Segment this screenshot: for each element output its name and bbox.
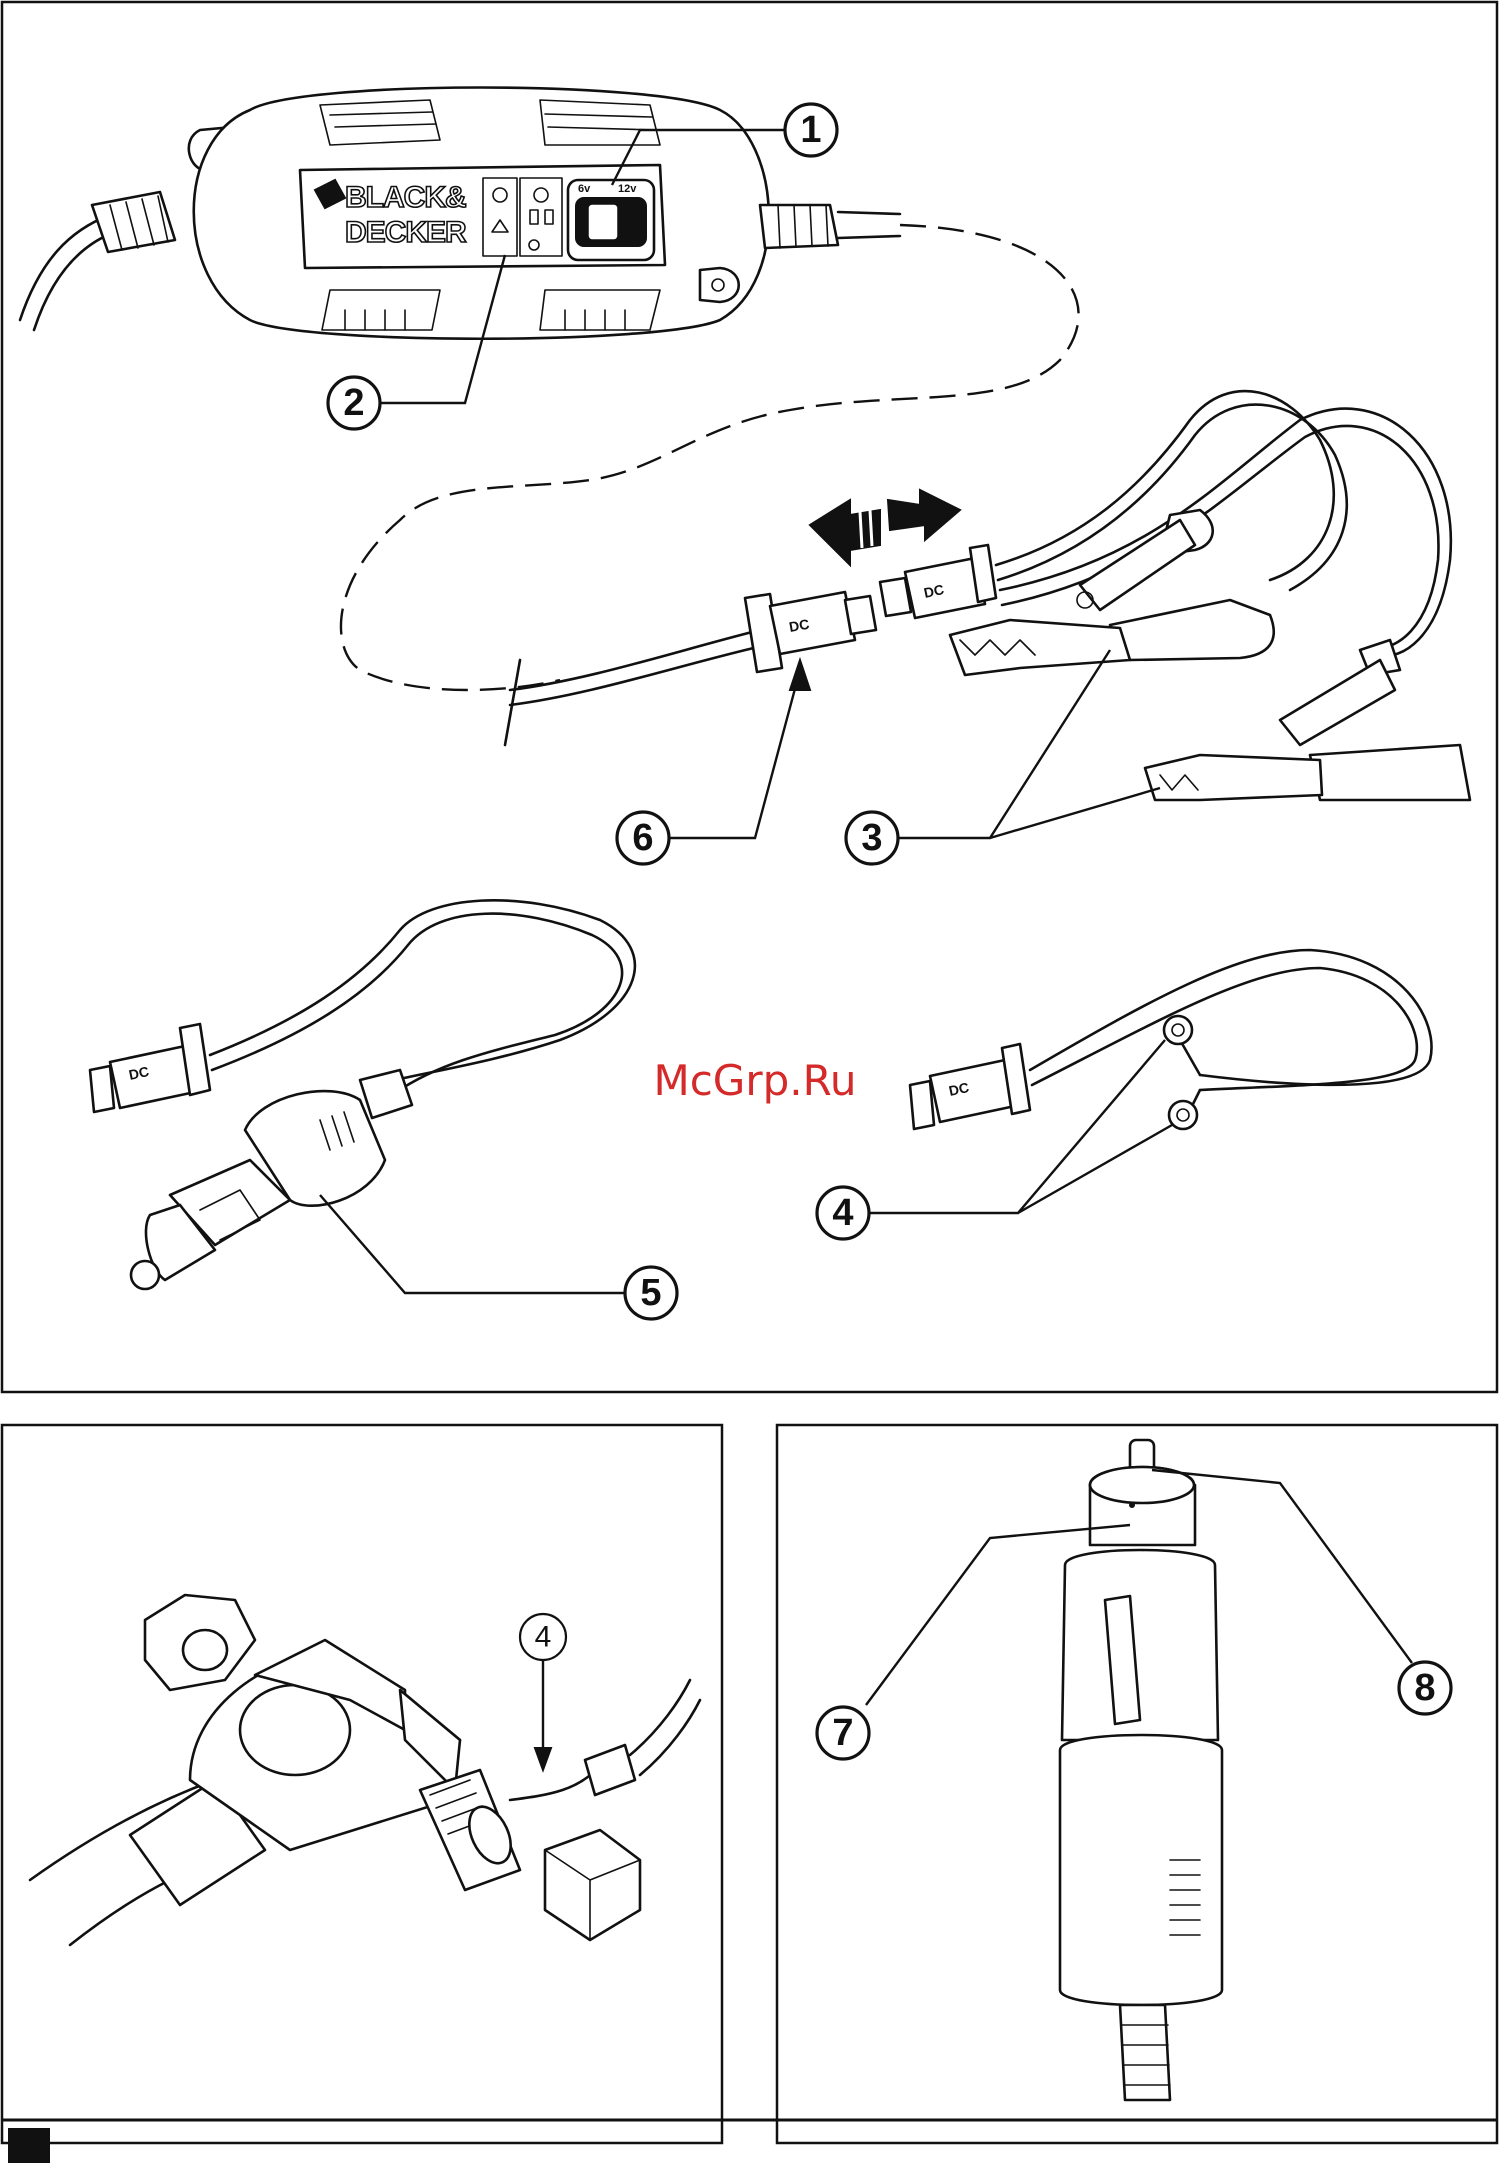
svg-text:6: 6 <box>632 817 653 859</box>
adaptor-tip <box>131 1261 159 1289</box>
cable-break-mark <box>505 660 520 745</box>
ring-terminal-lower <box>1169 1101 1197 1129</box>
bolt-head <box>545 1830 640 1940</box>
connect-arrows-icon <box>810 490 960 565</box>
cigarette-lighter-adaptor: DC <box>90 900 635 1289</box>
callout-3-leader <box>898 650 1160 838</box>
ring-lead-upper <box>1030 950 1432 1085</box>
svg-text:3: 3 <box>861 817 882 859</box>
callout-5-leader <box>320 1195 625 1293</box>
svg-text:4: 4 <box>535 1621 552 1654</box>
ring-terminal-upper <box>1164 1016 1192 1044</box>
dc-connector-right: DC <box>880 545 996 618</box>
footer-black-square <box>8 2128 50 2163</box>
left-strain-relief <box>92 192 175 252</box>
lighter-plug-closeup <box>1060 1440 1222 2100</box>
plug-grip <box>1060 1735 1222 2005</box>
svg-text:4: 4 <box>832 1192 853 1234</box>
selector-option-6v: 6v <box>578 183 591 195</box>
battery-clamp-upper <box>950 510 1274 675</box>
battery-clamp-lower <box>1145 640 1470 800</box>
svg-text:8: 8 <box>1414 1667 1435 1709</box>
svg-text:2: 2 <box>343 382 364 424</box>
svg-text:1: 1 <box>800 109 821 151</box>
brand-line-2: DECKER <box>345 216 467 249</box>
brand-line-1: BLACK& <box>345 181 466 214</box>
svg-text:5: 5 <box>640 1272 661 1314</box>
svg-text:7: 7 <box>832 1712 853 1754</box>
charger-output-cable <box>838 212 900 238</box>
battery-terminal-illustration <box>30 1595 700 1945</box>
charger-unit: BLACK& DECKER 6v 12v <box>20 88 900 339</box>
callout-6-leader <box>669 670 800 838</box>
ring-terminal-leads: DC <box>910 950 1432 1129</box>
selector-option-12v: 12v <box>618 183 637 195</box>
ring-lead <box>510 1765 600 1800</box>
terminal-post-hole <box>240 1685 350 1775</box>
watermark-text: McGrp.Ru <box>653 1056 856 1105</box>
callout-6-arrowhead <box>790 660 810 690</box>
output-cable <box>510 630 760 690</box>
dc-connector-left: DC <box>745 592 876 672</box>
